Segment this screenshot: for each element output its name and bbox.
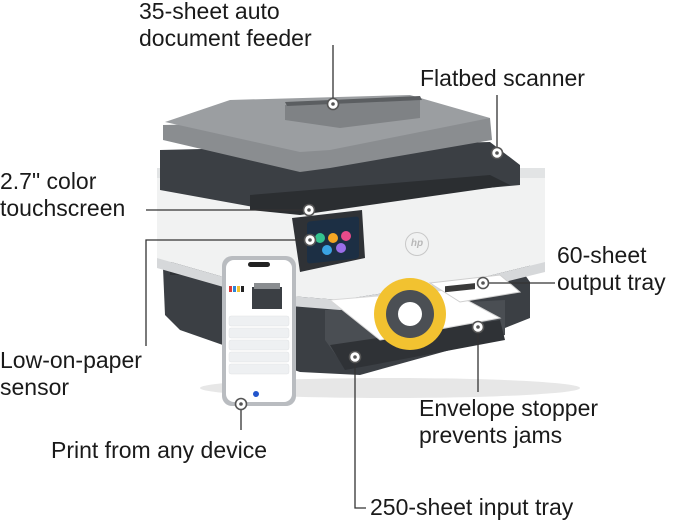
callout-input-tray-line1: 250-sheet input tray — [370, 494, 574, 520]
callout-any-device-line1: Print from any device — [51, 437, 268, 463]
callout-adf-line1: 35-sheet auto — [139, 0, 280, 24]
callout-touchscreen-line2: touchscreen — [0, 195, 126, 221]
callout-envelope: Envelope stopper prevents jams — [419, 395, 598, 449]
callout-adf-line2: document feeder — [139, 25, 312, 51]
leader-sensor — [145, 239, 310, 346]
callout-touchscreen-line1: 2.7" color — [0, 168, 97, 194]
callout-sensor-line1: Low-on-paper — [0, 347, 142, 373]
adf-slot — [285, 96, 422, 106]
callout-sensor: Low-on-paper sensor — [0, 347, 142, 401]
callout-adf: 35-sheet auto document feeder — [139, 0, 312, 52]
leader-input — [354, 358, 366, 509]
callout-touchscreen: 2.7" color touchscreen — [0, 168, 125, 222]
callout-sensor-line2: sensor — [0, 374, 70, 400]
callout-any-device: Print from any device — [51, 437, 267, 464]
callout-input-tray: 250-sheet input tray — [370, 494, 573, 521]
callout-flatbed: Flatbed scanner — [420, 65, 585, 92]
callout-flatbed-line1: Flatbed scanner — [420, 65, 585, 91]
callout-envelope-line1: Envelope stopper — [419, 395, 599, 421]
scanner-front-dark — [250, 175, 510, 215]
callout-output-tray-line1: 60-sheet — [557, 242, 647, 268]
adf-tray — [285, 100, 420, 128]
callout-output-tray: 60-sheet output tray — [557, 242, 666, 296]
callout-envelope-line2: prevents jams — [419, 422, 563, 448]
callout-output-tray-line2: output tray — [557, 269, 666, 295]
hp-logo: hp — [405, 232, 429, 256]
